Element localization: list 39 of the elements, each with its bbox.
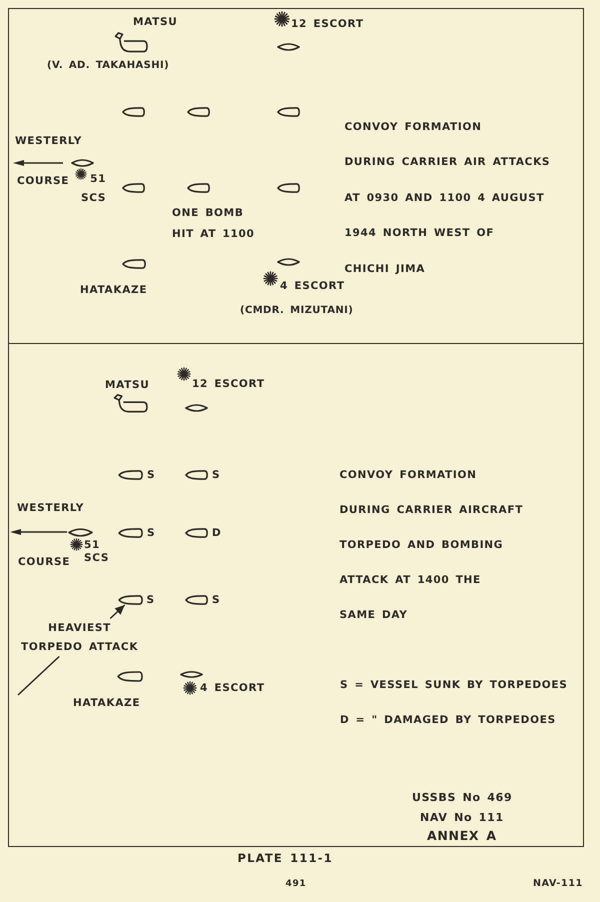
legend-text: S = VESSEL SUNK BY TORPEDOES <box>340 678 568 692</box>
ship-name: 12 ESCORT <box>192 377 265 391</box>
commander-label: (V. AD. TAKAHASHI) <box>47 59 170 73</box>
status-letter: S <box>147 526 156 540</box>
diagram-panel <box>8 344 584 847</box>
ship-name: MATSU <box>105 378 150 392</box>
legend-text: D = " DAMAGED BY TORPEDOES <box>340 713 556 727</box>
leader-line <box>17 656 60 696</box>
ship-name: MATSU <box>133 15 178 29</box>
note-text: ONE BOMB HIT AT 1100 <box>172 206 255 242</box>
status-letter: S <box>147 468 156 482</box>
ship-name: 51 SCS <box>84 538 110 564</box>
description-text: CONVOY FORMATION DURING CARRIER AIRCRAFT TORPEDO AND BOMBING ATTACK AT 1400 THE SAME DAY <box>340 468 524 622</box>
course-label: COURSE <box>18 555 70 569</box>
ship-name: 4 ESCORT <box>280 279 345 293</box>
plate-caption: PLATE 111-1 <box>238 851 333 865</box>
course-label: WESTERLY <box>15 134 82 148</box>
course-label: WESTERLY <box>17 501 84 515</box>
ship-name: HATAKAZE <box>80 283 148 297</box>
course-label: COURSE <box>17 174 70 188</box>
ship-name: 12 ESCORT <box>291 17 364 31</box>
ship-name: 51 SCS <box>81 172 106 206</box>
reference-label: NAV No 111 <box>420 811 504 825</box>
ship-icon <box>118 595 142 605</box>
diagram-panel <box>8 8 584 344</box>
status-letter: S <box>146 593 155 607</box>
ship-name: 4 ESCORT <box>200 681 265 695</box>
status-letter: D <box>212 526 222 540</box>
arrow <box>110 604 126 620</box>
page-number: 491 <box>286 878 306 891</box>
attack-label: HEAVIEST TORPEDO ATTACK <box>21 618 138 656</box>
reference-label: USSBS No 469 <box>412 791 512 805</box>
description-text: CONVOY FORMATION DURING CARRIER AIR ATTACKS AT 0930 AND 1100 4 AUGUST 1944 NORTH WEST OF CHICHI JIMA <box>344 120 550 277</box>
commander-label: (CMDR. MIZUTANI) <box>240 304 354 318</box>
page-code: NAV-111 <box>533 877 583 891</box>
reference-label: ANNEX A <box>427 829 497 843</box>
status-letter: S <box>212 593 220 607</box>
ship-name: HATAKAZE <box>73 696 140 710</box>
status-letter: S <box>212 468 220 482</box>
